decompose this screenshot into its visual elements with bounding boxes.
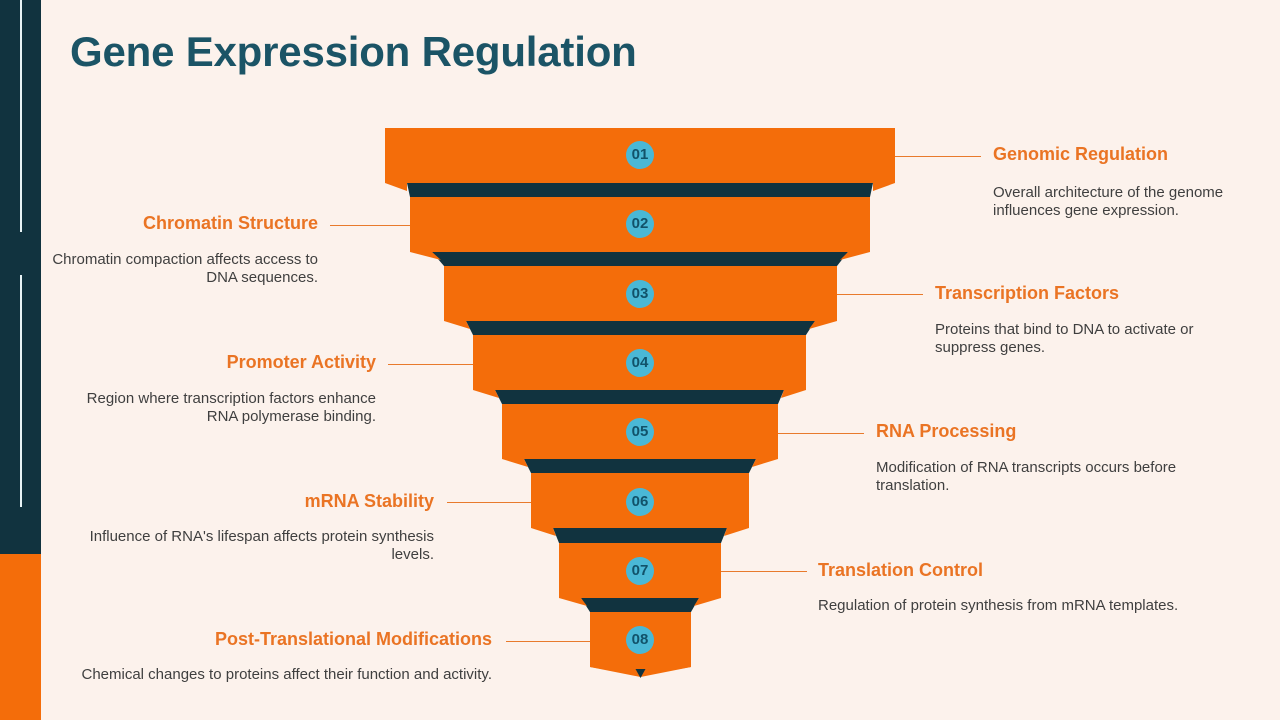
connector-04 [388, 364, 473, 365]
step-title: Post-Translational Modifications [214, 629, 492, 649]
connector-05 [778, 433, 864, 434]
connector-08 [506, 641, 590, 642]
arrow-down-icon [635, 669, 646, 678]
step-badge-01: 01 [626, 141, 654, 169]
connector-06 [447, 502, 531, 503]
step-title: Translation Control [818, 560, 984, 580]
sidebar-line-top [20, 0, 22, 232]
step-badge-02: 02 [626, 210, 654, 238]
step-badge-04: 04 [626, 349, 654, 377]
sidebar-line-bottom [20, 275, 22, 507]
step-badge-05: 05 [626, 418, 654, 446]
step-badge-03: 03 [626, 280, 654, 308]
step-description: Influence of RNA's lifespan affects prot… [89, 528, 434, 563]
step-title: mRNA Stability [304, 491, 434, 511]
step-badge-07: 07 [626, 557, 654, 585]
connector-03 [837, 294, 923, 295]
step-description: Regulation of protein synthesis from mRN… [818, 597, 1179, 614]
step-badge-08: 08 [626, 626, 654, 654]
sidebar-accent-block [0, 554, 41, 720]
step-description: Chemical changes to proteins affect thei… [81, 666, 492, 683]
step-title: Genomic Regulation [993, 144, 1169, 164]
connector-01 [895, 156, 981, 157]
step-title: RNA Processing [876, 421, 1017, 441]
step-title: Transcription Factors [935, 283, 1120, 303]
step-description: Chromatin compaction affects access to D… [52, 251, 318, 286]
step-description: Region where transcription factors enhan… [86, 390, 376, 425]
funnel-band-7 [581, 598, 699, 612]
step-badge-06: 06 [626, 488, 654, 516]
funnel-band-1 [407, 183, 873, 197]
funnel-band-3 [466, 321, 815, 335]
step-title: Chromatin Structure [142, 213, 318, 233]
connector-02 [330, 225, 410, 226]
step-description: Proteins that bind to DNA to activate or… [935, 321, 1194, 356]
funnel-band-5 [524, 459, 756, 473]
funnel-band-2 [432, 252, 848, 266]
step-description: Overall architecture of the genome influ… [993, 184, 1224, 219]
page-title: Gene Expression Regulation [70, 28, 637, 75]
funnel-band-6 [553, 528, 727, 543]
step-description: Modification of RNA transcripts occurs b… [876, 459, 1177, 494]
step-title: Promoter Activity [226, 352, 376, 372]
connector-07 [721, 571, 807, 572]
funnel-band-4 [495, 390, 784, 404]
